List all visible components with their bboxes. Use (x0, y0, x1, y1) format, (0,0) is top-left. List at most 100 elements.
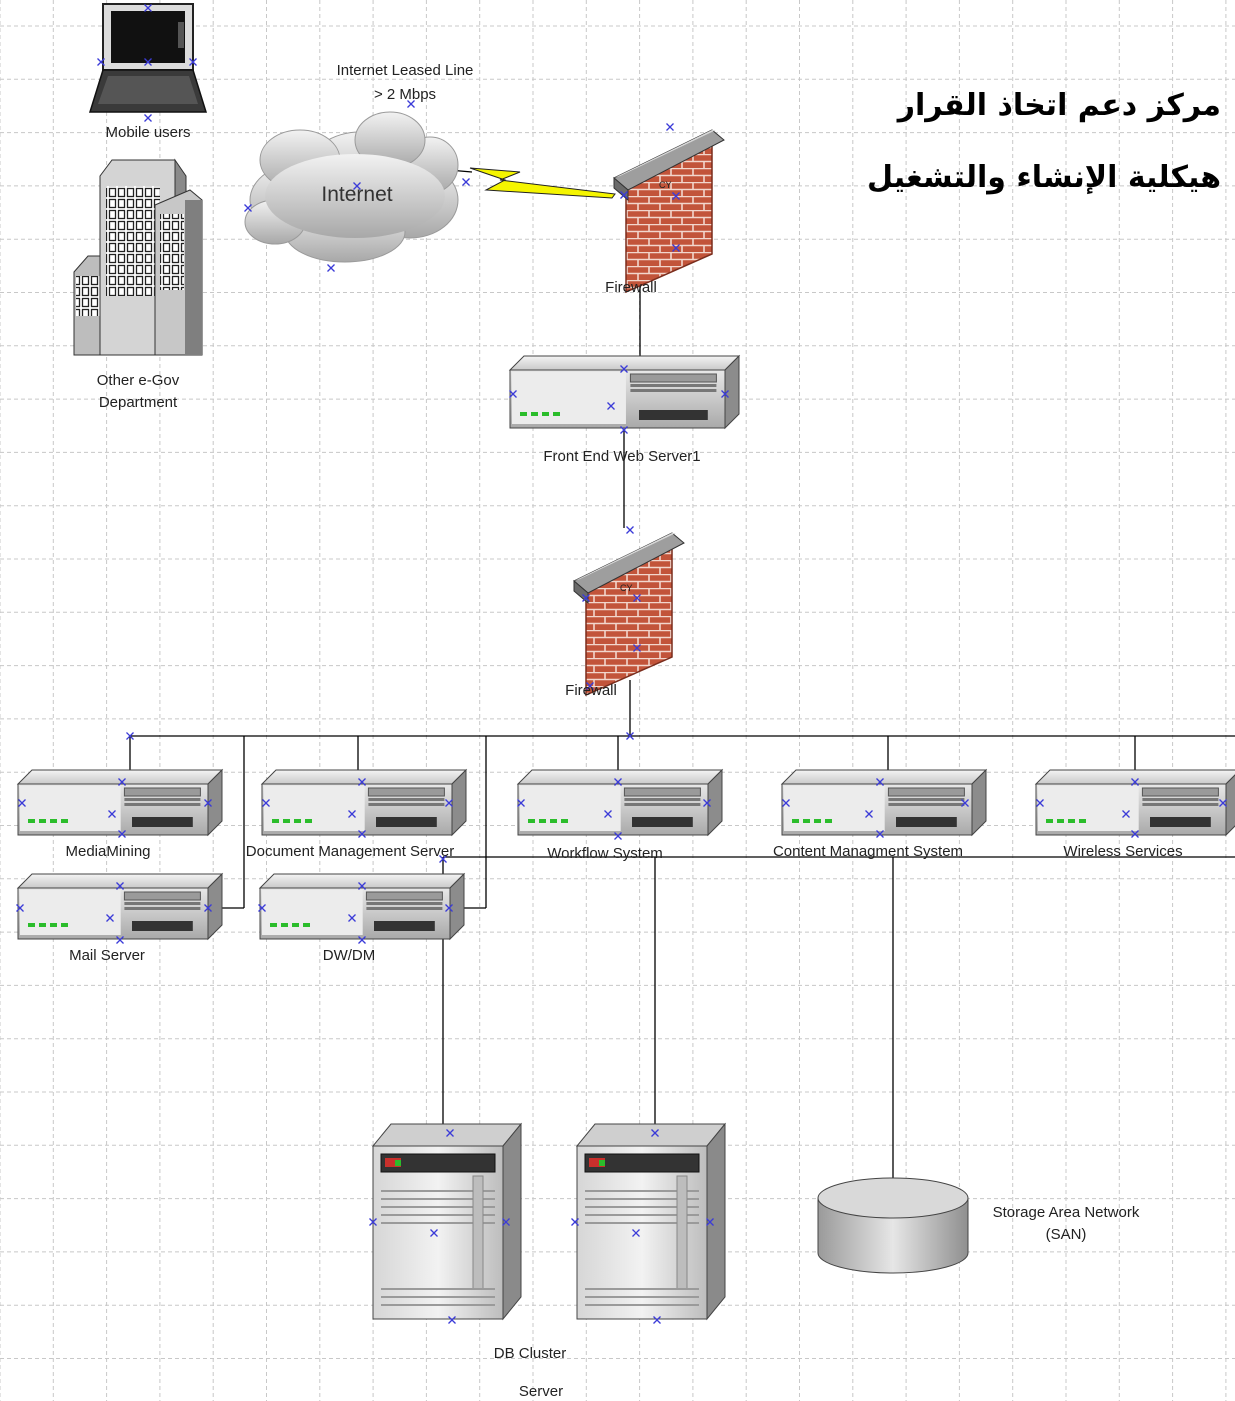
network-links (129, 164, 1235, 1178)
selection-handle (633, 644, 641, 652)
led-indicator (39, 923, 46, 927)
mail-server-label: Mail Server (69, 947, 145, 964)
led-indicator (825, 819, 832, 823)
selection-handle (327, 264, 335, 272)
led-indicator (270, 923, 277, 927)
led-indicator (294, 819, 301, 823)
front-end-server-icon (508, 354, 741, 430)
selection-handle (16, 904, 24, 912)
selection-handle (607, 402, 615, 410)
led-indicator (792, 819, 799, 823)
selection-handle (204, 799, 212, 807)
san-storage-icon (817, 1177, 969, 1274)
selection-handle (876, 830, 884, 838)
selection-handle (865, 810, 873, 818)
selection-handle (1131, 778, 1139, 786)
selection-handle (445, 904, 453, 912)
led-indicator (61, 819, 68, 823)
selection-handle (448, 1316, 456, 1324)
selection-handle (961, 799, 969, 807)
selection-handle (108, 810, 116, 818)
selection-handle (97, 58, 105, 66)
led-indicator (50, 819, 57, 823)
content-mgmt-label: Content Managment System (772, 843, 964, 860)
selection-handle (672, 244, 680, 252)
firewall-top-icon (613, 129, 725, 294)
content-mgmt-server-icon (780, 768, 988, 837)
leased-line-label-2: > 2 Mbps (373, 86, 437, 103)
selection-handle (353, 182, 361, 190)
led-indicator (50, 923, 57, 927)
selection-handle (348, 810, 356, 818)
led-indicator (283, 819, 290, 823)
dw-dm-server-icon (258, 872, 466, 941)
selection-handle (126, 732, 134, 740)
selection-handle (446, 1129, 454, 1137)
title-line-1: مركز دعم اتخاذ القرار (897, 88, 1221, 123)
san-label-1: Storage Area Network (992, 1204, 1140, 1221)
selection-handle (116, 936, 124, 944)
selection-handle (1131, 830, 1139, 838)
selection-handle (358, 830, 366, 838)
selection-handle (706, 1218, 714, 1226)
db-server-2-icon (575, 1122, 727, 1321)
selection-handle (369, 1218, 377, 1226)
selection-handle (244, 204, 252, 212)
selection-handle (445, 799, 453, 807)
devices (16, 3, 1235, 1321)
led-indicator (1046, 819, 1053, 823)
selection-handle (604, 810, 612, 818)
selection-handle (144, 58, 152, 66)
media-mining-server-icon (16, 768, 224, 837)
wireless-label: Wireless Services (1063, 843, 1183, 860)
other-egov-label-1: Other e-Gov (96, 372, 180, 389)
selection-handle (782, 799, 790, 807)
selection-handle (517, 799, 525, 807)
doc-mgmt-label: Document Management Server (245, 843, 455, 860)
selection-handle (189, 58, 197, 66)
firewall-top-mark: CY (659, 180, 672, 190)
selection-handle (614, 832, 622, 840)
leased-line-label-1: Internet Leased Line (336, 62, 474, 79)
other-egov-label-2: Department (98, 394, 178, 411)
firewall-mid-mark: CY (620, 583, 633, 593)
selection-handle (358, 778, 366, 786)
doc-mgmt-server-icon (260, 768, 468, 837)
front-end-label: Front End Web Server1 (543, 448, 701, 465)
workflow-server-icon (516, 768, 724, 837)
selection-handle (620, 365, 628, 373)
selection-handle (358, 936, 366, 944)
selection-handle (262, 799, 270, 807)
san-label-2: (SAN) (1045, 1226, 1087, 1243)
selection-handle (18, 799, 26, 807)
selection-handle (703, 799, 711, 807)
led-indicator (542, 412, 549, 416)
selection-handle (651, 1129, 659, 1137)
led-indicator (303, 923, 310, 927)
laptop-icon (88, 3, 208, 113)
workflow-label: Workflow System (547, 845, 663, 862)
selection-handle (407, 100, 415, 108)
lightning-link-icon (469, 167, 616, 199)
led-indicator (814, 819, 821, 823)
led-indicator (305, 819, 312, 823)
internet-label: Internet (321, 183, 393, 206)
selection-handle (620, 426, 628, 434)
selection-handle (876, 778, 884, 786)
selection-handle (144, 4, 152, 12)
selection-handle (118, 778, 126, 786)
led-indicator (803, 819, 810, 823)
selection-handle (106, 914, 114, 922)
selection-handle (672, 192, 680, 200)
selection-handle (116, 882, 124, 890)
selection-handles (16, 4, 1227, 1324)
selection-handle (462, 178, 470, 186)
led-indicator (1079, 819, 1086, 823)
led-indicator (539, 819, 546, 823)
firewall-top-label: Firewall (605, 279, 657, 296)
db-server-1-icon (371, 1122, 523, 1321)
selection-handle (586, 682, 594, 690)
selection-handle (582, 594, 590, 602)
selection-handle (1122, 810, 1130, 818)
led-indicator (528, 819, 535, 823)
